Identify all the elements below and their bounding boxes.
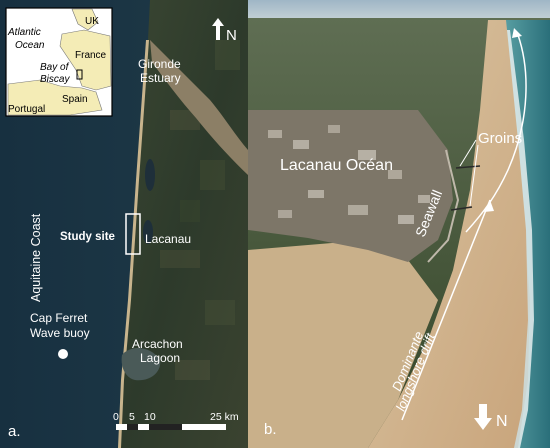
arcachon-lagoon xyxy=(121,348,161,381)
inset-label-portugal: Portugal xyxy=(8,104,45,115)
north-label-a: N xyxy=(226,27,237,44)
sky xyxy=(248,0,550,20)
scale-tick-0: 0 xyxy=(113,411,119,423)
label-aquitaine-coast: Aquitaine Coast xyxy=(29,213,43,302)
drift-arrowhead xyxy=(484,200,494,212)
label-lacanau-ocean: Lacanau Océan xyxy=(280,157,393,174)
scale-bar xyxy=(116,424,226,430)
wave-buoy-marker xyxy=(58,349,68,359)
north-arrow-b xyxy=(474,404,492,430)
label-estuary: Estuary xyxy=(140,71,181,85)
inset-label-biscay: Biscay xyxy=(40,74,70,85)
seawall-structure xyxy=(427,149,460,263)
land-texture xyxy=(160,40,240,380)
inset-label-uk: UK xyxy=(85,16,99,27)
circulation-arrowhead xyxy=(512,28,522,38)
town-buildings xyxy=(268,125,430,224)
inset-label-france: France xyxy=(75,50,107,61)
aerial-photo-panel: Lacanau Océan Groins Seawall Dominante l… xyxy=(248,0,550,448)
satellite-map-panel: UK Atlantic Ocean France Bay of Biscay S… xyxy=(0,0,248,448)
panel-label-a: a. xyxy=(8,423,21,440)
label-groins: Groins xyxy=(478,130,522,147)
gironde-estuary xyxy=(150,40,248,175)
label-lacanau: Lacanau xyxy=(145,232,191,246)
inset-label-spain: Spain xyxy=(62,94,88,105)
scale-tick-5: 5 xyxy=(129,411,135,423)
coastline xyxy=(118,40,149,448)
panel-label-b: b. xyxy=(264,421,277,438)
sea xyxy=(498,20,550,448)
lake-hourtin xyxy=(145,159,155,191)
surf-foam xyxy=(504,30,534,448)
aerial-photo: Lacanau Océan Groins Seawall Dominante l… xyxy=(248,0,550,448)
lake-lacanau xyxy=(143,220,153,244)
inset-label-bay-of: Bay of xyxy=(40,62,70,73)
inset-label-atlantic: Atlantic xyxy=(7,27,41,38)
groins xyxy=(450,165,481,211)
groins-pointer-lines xyxy=(459,139,479,207)
north-label-b: N xyxy=(496,413,508,430)
label-study-site: Study site xyxy=(60,231,115,243)
study-site-box xyxy=(125,213,141,255)
satellite-map: UK Atlantic Ocean France Bay of Biscay S… xyxy=(0,0,248,448)
scale-tick-10: 10 xyxy=(144,411,156,423)
scale-tick-25km: 25 km xyxy=(210,411,239,423)
circulation-arrow xyxy=(465,34,527,233)
label-lagoon: Lagoon xyxy=(140,351,180,365)
label-cap-ferret: Cap Ferret xyxy=(30,311,88,325)
dune xyxy=(248,240,438,448)
label-gironde: Gironde xyxy=(138,57,181,71)
beach xyxy=(368,20,528,448)
inset-map xyxy=(5,7,113,117)
inset-label-ocean: Ocean xyxy=(15,40,45,51)
north-arrow-a xyxy=(212,18,224,40)
label-wave-buoy: Wave buoy xyxy=(30,326,90,340)
drift-arrow-line xyxy=(401,199,491,421)
label-arcachon: Arcachon xyxy=(132,337,183,351)
